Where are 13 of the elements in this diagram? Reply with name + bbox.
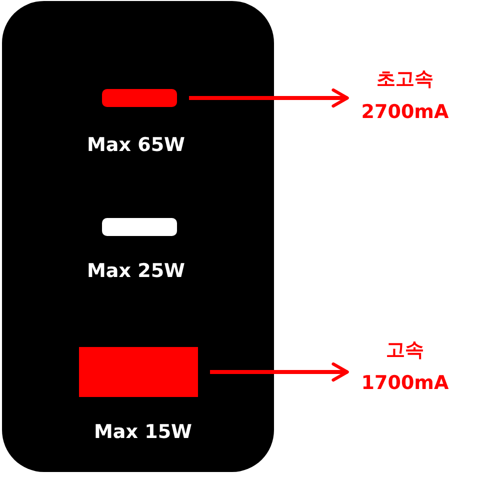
arrow [210,362,349,382]
speed-label: 초고속 [376,67,434,92]
usb-c-port [102,89,177,107]
speed-label: 2700mA [361,100,449,125]
power-label: Max 65W [87,134,185,156]
speed-label: 고속 [385,338,425,363]
usb-c-port [102,218,177,236]
speed-label: 1700mA [361,371,449,396]
power-label: Max 15W [94,421,192,443]
usb-a-port [79,347,198,397]
charger-body [2,1,274,472]
arrow [189,88,349,108]
power-label: Max 25W [87,260,185,282]
